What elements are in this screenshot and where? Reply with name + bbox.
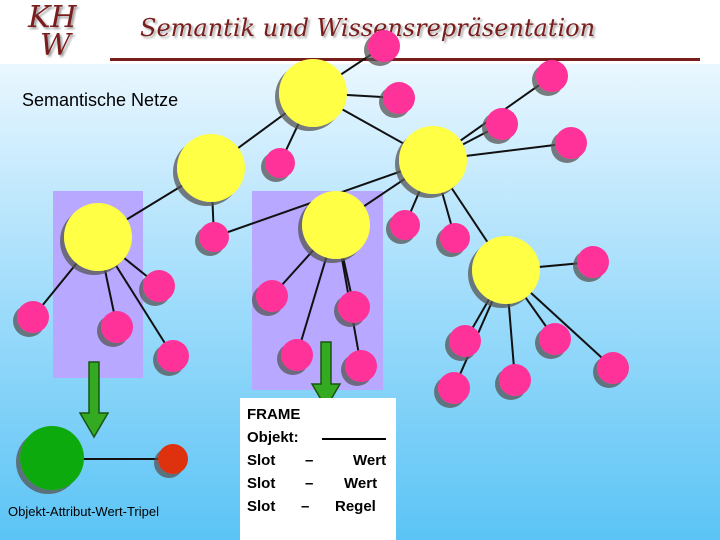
logo-line-1: KH bbox=[28, 0, 77, 35]
concept-node bbox=[472, 236, 540, 304]
logo-line-2: W bbox=[40, 28, 71, 63]
attribute-node bbox=[539, 323, 571, 355]
frame-slot-row: Slot – Regel bbox=[247, 495, 376, 518]
attribute-node bbox=[338, 291, 370, 323]
frame-slot-value: Wert bbox=[353, 452, 387, 469]
concept-node bbox=[279, 59, 347, 127]
frame-slot-label: Slot bbox=[247, 452, 276, 469]
frame-object-label: Objekt: bbox=[247, 429, 299, 446]
header-bar: KH W Semantik und Wissensrepräsentation bbox=[0, 0, 720, 64]
attribute-node bbox=[486, 108, 518, 140]
frame-slot-label: Slot bbox=[247, 498, 276, 515]
frame-slot-dash: – bbox=[305, 452, 314, 469]
attribute-node bbox=[390, 210, 420, 240]
attribute-node bbox=[281, 339, 313, 371]
khw-logo: KH W bbox=[22, 0, 92, 62]
attribute-node bbox=[143, 270, 175, 302]
frame-slot-dash: – bbox=[305, 475, 314, 492]
attribute-node bbox=[345, 350, 377, 382]
attribute-node bbox=[536, 60, 568, 92]
attribute-node bbox=[265, 148, 295, 178]
frame-object-blank bbox=[322, 438, 386, 440]
triple-label: Objekt-Attribut-Wert-Tripel bbox=[8, 504, 159, 519]
frame-slot-row: Slot – Wert bbox=[247, 472, 377, 495]
down-arrow-icon bbox=[78, 361, 110, 439]
section-title: Semantische Netze bbox=[22, 90, 179, 110]
attribute-node bbox=[440, 223, 470, 253]
frame-slot-value: Wert bbox=[344, 475, 378, 492]
concept-node bbox=[302, 191, 370, 259]
attribute-node bbox=[449, 325, 481, 357]
attribute-node bbox=[555, 127, 587, 159]
attribute-node bbox=[597, 352, 629, 384]
concept-node bbox=[399, 126, 467, 194]
attribute-node bbox=[199, 222, 229, 252]
attribute-node bbox=[157, 340, 189, 372]
attribute-node bbox=[383, 82, 415, 114]
frame-slot-dash: – bbox=[301, 498, 310, 515]
frame-slot-label: Slot bbox=[247, 475, 276, 492]
concept-node bbox=[64, 203, 132, 271]
frame-object-row: Objekt: bbox=[247, 426, 386, 449]
attribute-node bbox=[17, 301, 49, 333]
frame-slot-row: Slot – Wert bbox=[247, 449, 386, 472]
frame-box bbox=[240, 398, 396, 540]
frame-slot-value: Regel bbox=[335, 498, 376, 515]
triple-object-node bbox=[20, 426, 84, 490]
attribute-node bbox=[256, 280, 288, 312]
title-rule bbox=[110, 58, 700, 61]
attribute-node bbox=[577, 246, 609, 278]
attribute-node bbox=[101, 311, 133, 343]
frame-heading: FRAME bbox=[247, 406, 301, 423]
triple-value-node bbox=[158, 444, 188, 474]
page-title: Semantik und Wissensrepräsentation bbox=[140, 14, 596, 42]
frame-text: FRAME Objekt: Slot – Wert Slot – Wert Sl… bbox=[247, 403, 386, 518]
concept-node bbox=[177, 134, 245, 202]
attribute-node bbox=[499, 364, 531, 396]
attribute-node bbox=[438, 372, 470, 404]
down-arrow-icon bbox=[310, 341, 342, 410]
attribute-node bbox=[368, 30, 400, 62]
